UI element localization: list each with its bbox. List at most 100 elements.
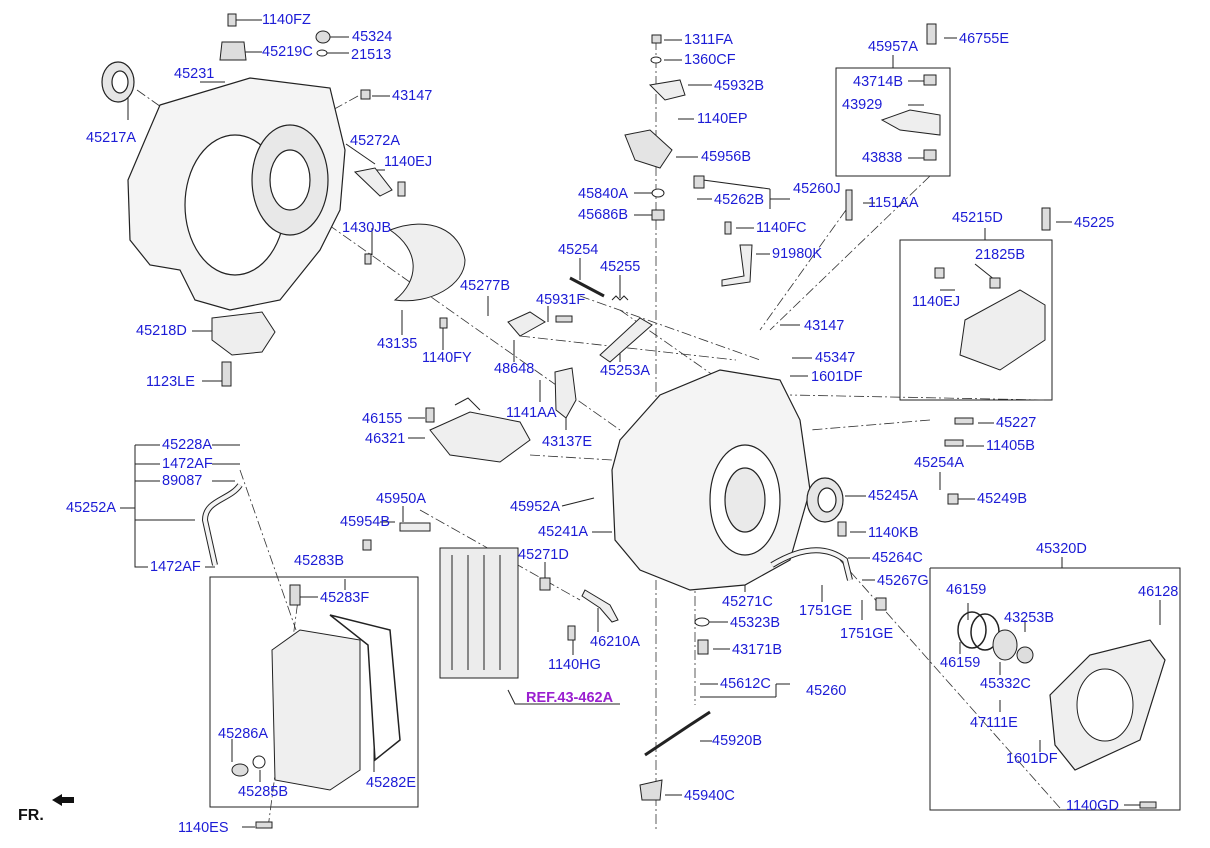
bushing-45686B — [651, 209, 665, 221]
bolt-1140ES — [255, 821, 273, 829]
plug-45286A — [231, 763, 249, 777]
label-46155: 46155 — [362, 411, 403, 427]
bolt-45954B — [362, 539, 372, 551]
front-label: FR. — [18, 807, 44, 824]
bolt-1140FY — [439, 317, 448, 329]
label-45283F: 45283F — [320, 590, 370, 606]
shaft-45254 — [569, 276, 605, 298]
label-43171B: 43171B — [732, 642, 782, 658]
sensor-45940C — [639, 779, 663, 801]
label-43147-b: 43147 — [804, 318, 845, 334]
gasket-45282E — [329, 614, 401, 762]
label-1751GE-b: 1751GE — [840, 626, 894, 642]
bolt-1140HG — [567, 625, 576, 641]
label-45267G: 45267G — [877, 573, 929, 589]
valve-body-ref — [439, 547, 519, 679]
label-43838: 43838 — [862, 150, 903, 166]
label-45931F: 45931F — [536, 292, 586, 308]
cover-group-box — [929, 567, 1181, 811]
oil-pan-group-box — [209, 576, 419, 808]
label-1140FZ: 1140FZ — [262, 12, 311, 28]
label-45262B: 45262B — [714, 192, 764, 208]
label-1601DF-a: 1601DF — [811, 369, 863, 385]
label-45320D: 45320D — [1036, 541, 1087, 557]
front-arrow-icon — [52, 794, 74, 806]
lever-46210A — [581, 589, 619, 623]
label-45253A: 45253A — [600, 363, 650, 379]
washer-21513 — [316, 49, 328, 57]
label-48648: 48648 — [494, 361, 535, 377]
label-45277B: 45277B — [460, 278, 510, 294]
label-1472AF-b: 1472AF — [150, 559, 201, 575]
mount-group-box — [899, 239, 1053, 401]
bolt-1140FZ — [227, 13, 237, 27]
label-89087: 89087 — [162, 473, 203, 489]
pin-1151AA — [845, 189, 853, 221]
lever-45253A — [599, 317, 653, 363]
pin-1430JB — [364, 253, 372, 265]
label-1311FA: 1311FA — [684, 32, 733, 48]
bolt-1140GD — [1139, 801, 1157, 809]
label-45218D: 45218D — [136, 323, 187, 339]
label-45347: 45347 — [815, 350, 856, 366]
label-11405B: 11405B — [986, 438, 1035, 454]
bracket-91980K — [721, 244, 753, 287]
label-45940C: 45940C — [684, 788, 735, 804]
bearing-43253B — [992, 629, 1018, 661]
label-45932B: 45932B — [714, 78, 764, 94]
label-45215D: 45215D — [952, 210, 1003, 226]
label-45260J: 45260J — [793, 181, 841, 197]
label-46321: 46321 — [365, 431, 406, 447]
spring-45255 — [611, 295, 629, 301]
ring-45840A — [651, 188, 665, 198]
label-45285B: 45285B — [238, 784, 288, 800]
bracket-45272A — [353, 167, 393, 197]
washer-1360CF — [650, 56, 662, 64]
bolt-1140EJ-b — [934, 267, 945, 279]
bolt-1140FC — [724, 221, 732, 235]
dowel-45271D — [539, 577, 551, 591]
label-45282E: 45282E — [366, 775, 416, 791]
label-45264C: 45264C — [872, 550, 923, 566]
nut-1311FA — [651, 34, 662, 44]
label-45249B: 45249B — [977, 491, 1027, 507]
label-1140HG: 1140HG — [548, 657, 601, 673]
label-46128: 46128 — [1138, 584, 1179, 600]
label-91980K: 91980K — [772, 246, 822, 262]
label-43714B: 43714B — [853, 74, 903, 90]
label-47111E: 47111E — [970, 715, 1018, 731]
label-1430JB: 1430JB — [342, 220, 392, 236]
label-45272A: 45272A — [350, 133, 400, 149]
label-45217A: 45217A — [86, 130, 136, 146]
nut-21825B — [989, 277, 1001, 289]
label-1360CF: 1360CF — [684, 52, 736, 68]
label-45225: 45225 — [1074, 215, 1115, 231]
label-45283B: 45283B — [294, 553, 344, 569]
bolt-1751GE — [875, 597, 887, 611]
label-45231: 45231 — [174, 66, 215, 82]
label-45286A: 45286A — [218, 726, 268, 742]
label-45686B: 45686B — [578, 207, 628, 223]
label-46210A: 46210A — [590, 634, 640, 650]
bracket-45219C — [219, 41, 247, 61]
ref-label[interactable]: REF.43-462A — [526, 690, 614, 706]
label-45254A: 45254A — [914, 455, 964, 471]
bolt-46155 — [425, 407, 435, 423]
label-43147-a: 43147 — [392, 88, 433, 104]
label-45954B: 45954B — [340, 514, 390, 530]
label-45323B: 45323B — [730, 615, 780, 631]
label-46159-a: 46159 — [946, 582, 987, 598]
label-45255: 45255 — [600, 259, 641, 275]
o-ring-46159 — [957, 611, 987, 649]
label-45271C: 45271C — [722, 594, 773, 610]
label-1140ES: 1140ES — [178, 820, 229, 836]
label-45219C: 45219C — [262, 44, 313, 60]
transmission-case-45241A — [611, 369, 811, 591]
label-1472AF-a: 1472AF — [162, 456, 213, 472]
oil-seal-45245A — [806, 477, 844, 523]
bolt-1140EJ — [397, 181, 406, 197]
plug-43171B — [697, 639, 709, 655]
oil-seal-45217A — [101, 61, 135, 103]
lever-48648 — [507, 311, 546, 337]
label-45332C: 45332C — [980, 676, 1031, 692]
